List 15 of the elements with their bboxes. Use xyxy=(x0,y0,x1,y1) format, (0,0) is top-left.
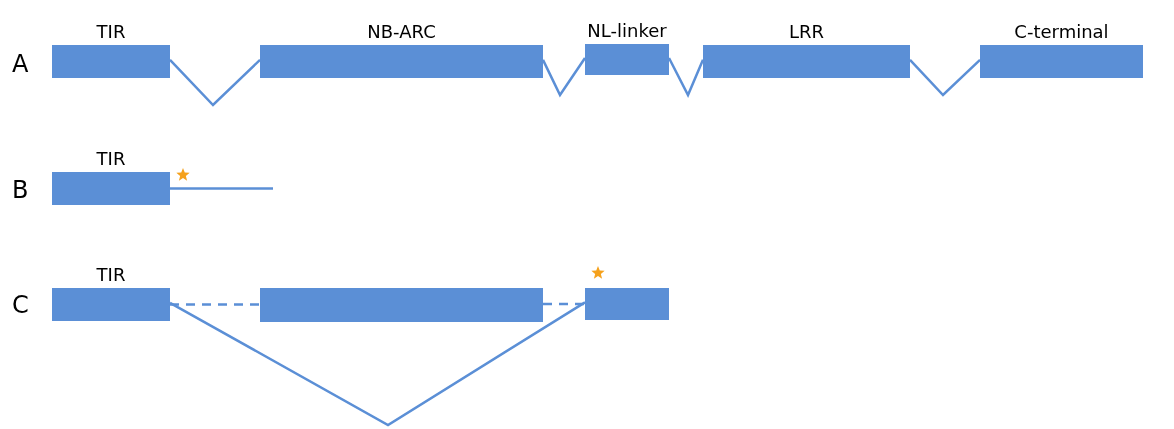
domain-label: C-terminal xyxy=(1014,21,1109,43)
panel-letter: A xyxy=(12,50,29,78)
domain-label: TIR xyxy=(96,21,126,43)
panel-letter: B xyxy=(12,176,29,204)
panel-letter: C xyxy=(12,291,29,319)
intron-line xyxy=(170,187,273,190)
domain-label: NB-ARC xyxy=(367,21,436,43)
domain-label: TIR xyxy=(96,264,126,286)
domain-label: NL-linker xyxy=(587,20,667,42)
domain-label: LRR xyxy=(789,21,824,43)
intron-line xyxy=(169,301,586,427)
intron-line xyxy=(169,58,261,107)
dashed-line xyxy=(170,303,260,306)
intron-line xyxy=(909,58,981,97)
domain-label: TIR xyxy=(96,148,126,170)
